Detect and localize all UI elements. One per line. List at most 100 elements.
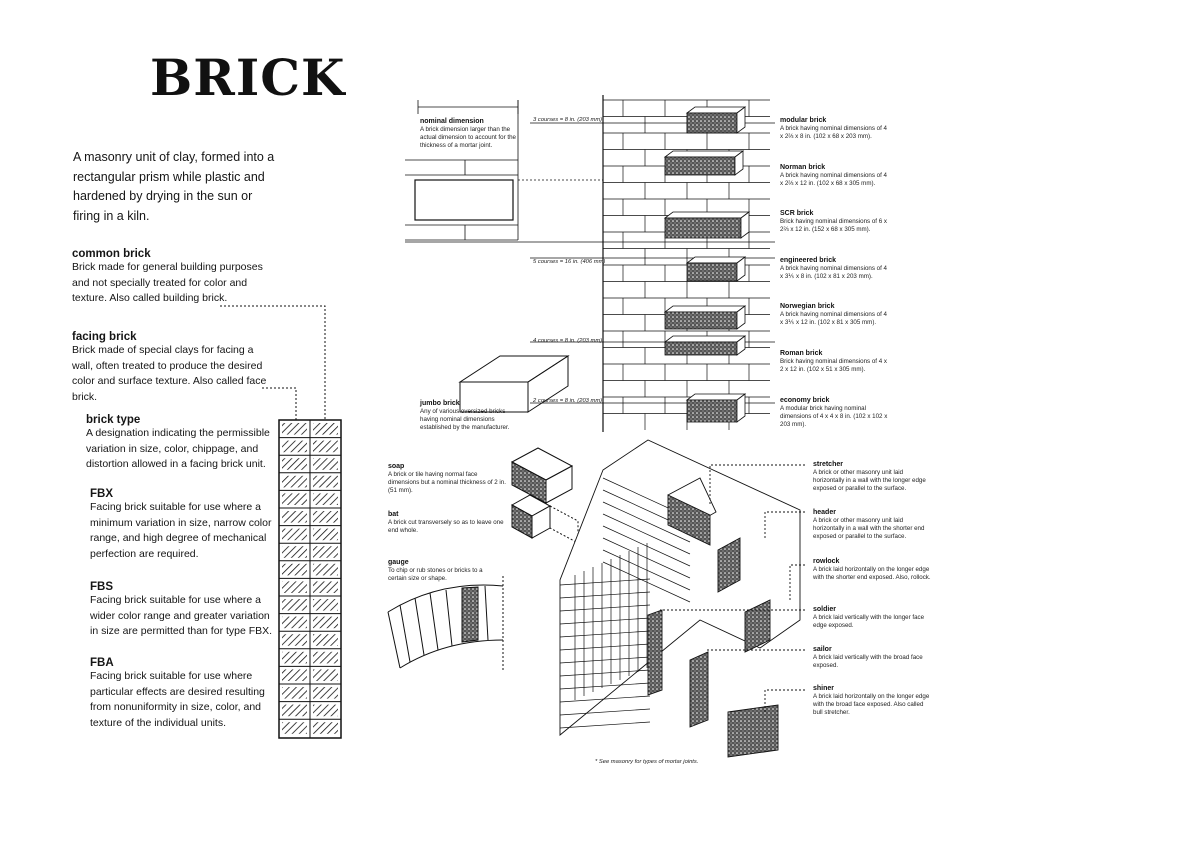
footnote: * See masonry for types of mortar joints… — [595, 759, 699, 765]
course-line — [602, 561, 691, 603]
engineered-brick-entry: engineered brick A brick having nominal … — [780, 256, 890, 281]
term-definition: A brick dimension larger than the actual… — [420, 126, 516, 149]
term-definition: A brick having nominal dimensions of 4 x… — [780, 311, 887, 326]
wall-brick-hatch — [282, 669, 307, 681]
brick-face — [686, 262, 738, 282]
term-label: Roman brick — [780, 350, 823, 357]
term-definition: A brick laid vertically with the broad f… — [813, 654, 923, 669]
wall-brick-hatch — [313, 616, 338, 629]
term-label: Norman brick — [780, 164, 826, 171]
term-definition: Facing brick suitable for use where a mi… — [90, 501, 272, 560]
term-label: common brick — [72, 248, 151, 260]
modular-brick-entry: modular brick A brick having nominal dim… — [780, 116, 890, 141]
wall-brick-hatch — [313, 546, 338, 558]
term-label: FBS — [90, 581, 113, 593]
brick-top-face — [685, 393, 747, 401]
term-definition: A modular brick having nominal dimension… — [780, 405, 888, 428]
term-definition: A brick having nominal dimensions of 4 x… — [780, 125, 887, 140]
arch-joint-line — [414, 597, 425, 656]
brick-end-face — [740, 211, 750, 239]
term-label: shiner — [813, 685, 835, 692]
norman-brick-entry: Norman brick A brick having nominal dime… — [780, 163, 890, 188]
term-label: soldier — [813, 606, 836, 613]
term-definition: Any of various oversized bricks having n… — [420, 408, 510, 431]
brick-top-face — [663, 211, 751, 219]
wall-brick-hatch — [282, 616, 307, 629]
term-label: FBX — [90, 488, 113, 500]
brick-definition: A masonry unit of clay, formed into a re… — [73, 150, 275, 223]
brick-face — [686, 112, 738, 134]
brick-type-entry: brick type A designation indicating the … — [86, 414, 272, 473]
brick-top-face — [685, 106, 747, 114]
wall-brick-hatch — [313, 634, 338, 646]
course-line — [602, 501, 691, 543]
course-line — [602, 513, 691, 555]
wall-brick-hatch — [313, 669, 338, 681]
wall-brick-hatch — [282, 528, 307, 541]
wall-brick-hatch — [282, 687, 307, 699]
course-line — [559, 695, 651, 703]
fbs-entry: FBS Facing brick suitable for use where … — [90, 581, 276, 640]
jumbo-brick-entry: jumbo brick Any of various oversized bri… — [420, 399, 525, 432]
shiner-entry: shiner A brick laid horizontally on the … — [813, 684, 931, 717]
wall-brick-hatch — [313, 563, 338, 576]
facing-brick-entry: facing brick Brick made of special clays… — [72, 331, 272, 405]
course-line — [602, 537, 691, 579]
term-label: SCR brick — [780, 210, 814, 217]
term-definition: A brick having nominal dimensions of 4 x… — [780, 172, 887, 187]
course-line — [559, 708, 651, 716]
wall-brick-hatch — [282, 458, 307, 470]
brick-face — [664, 217, 742, 239]
wall-brick-hatch — [282, 493, 307, 505]
brick-positions-drawing — [559, 439, 805, 758]
wall-brick-hatch — [282, 634, 307, 646]
stretcher-entry: stretcher A brick or other masonry unit … — [813, 460, 931, 493]
nominal-dimension-entry: nominal dimension A brick dimension larg… — [420, 117, 518, 150]
brick-sizes-wall — [405, 95, 775, 432]
wall-section-drawing — [220, 305, 342, 739]
rowlock-entry: rowlock A brick laid horizontally on the… — [813, 557, 931, 582]
term-label: gauge — [388, 559, 409, 566]
wall-brick-hatch — [313, 704, 338, 717]
brick-top-face — [685, 256, 747, 264]
term-definition: Brick having nominal dimensions of 6 x 2… — [780, 218, 887, 233]
roman-brick-entry: Roman brick Brick having nominal dimensi… — [780, 349, 890, 374]
common-brick-entry: common brick Brick made for general buil… — [72, 248, 272, 307]
term-definition: Brick having nominal dimensions of 4 x 2… — [780, 358, 887, 373]
gauged-arch-drawing — [387, 576, 504, 672]
soap-bat-drawing — [510, 447, 579, 544]
brick-end-face — [736, 393, 746, 423]
brick-face — [664, 311, 738, 330]
term-definition: A brick or other masonry unit laid horiz… — [813, 517, 925, 540]
term-definition: A brick cut transversely so as to leave … — [388, 519, 504, 534]
wall-brick-hatch — [282, 651, 307, 664]
soldier-entry: soldier A brick laid vertically with the… — [813, 605, 931, 630]
course-label: 5 courses = 16 in. (406 mm) — [533, 259, 606, 265]
jumbo-brick-drawing — [458, 355, 570, 413]
wall-brick-hatch — [313, 651, 338, 664]
wall-brick-hatch — [282, 511, 307, 523]
term-definition: A brick laid horizontally on the longer … — [813, 693, 930, 716]
wall-brick-hatch — [282, 704, 307, 717]
term-definition: To chip or rub stones or bricks to a cer… — [388, 567, 483, 582]
brick-end-face — [736, 256, 746, 282]
fba-entry: FBA Facing brick suitable for use where … — [90, 657, 272, 731]
term-definition: A brick laid horizontally on the longer … — [813, 566, 931, 581]
term-label: bat — [388, 511, 399, 518]
gauge-entry: gauge To chip or rub stones or bricks to… — [388, 558, 498, 583]
arch-joint-line — [484, 585, 489, 641]
fbx-entry: FBX Facing brick suitable for use where … — [90, 488, 272, 562]
term-definition: A brick having nominal dimensions of 4 x… — [780, 265, 887, 280]
wall-brick-hatch — [282, 599, 307, 611]
bat-entry: bat A brick cut transversely so as to le… — [388, 510, 506, 535]
term-label: soap — [388, 463, 405, 470]
wall-brick-hatch — [313, 687, 338, 699]
brick-end-face — [736, 305, 746, 330]
wall-brick-hatch — [313, 722, 338, 734]
term-label: sailor — [813, 646, 832, 653]
wall-brick-hatch — [282, 722, 307, 734]
nominal-dimension-drawing — [405, 100, 603, 241]
term-definition: Brick made for general building purposes… — [72, 261, 263, 304]
wall-brick-hatch — [313, 493, 338, 505]
wall-brick-hatch — [313, 458, 338, 470]
